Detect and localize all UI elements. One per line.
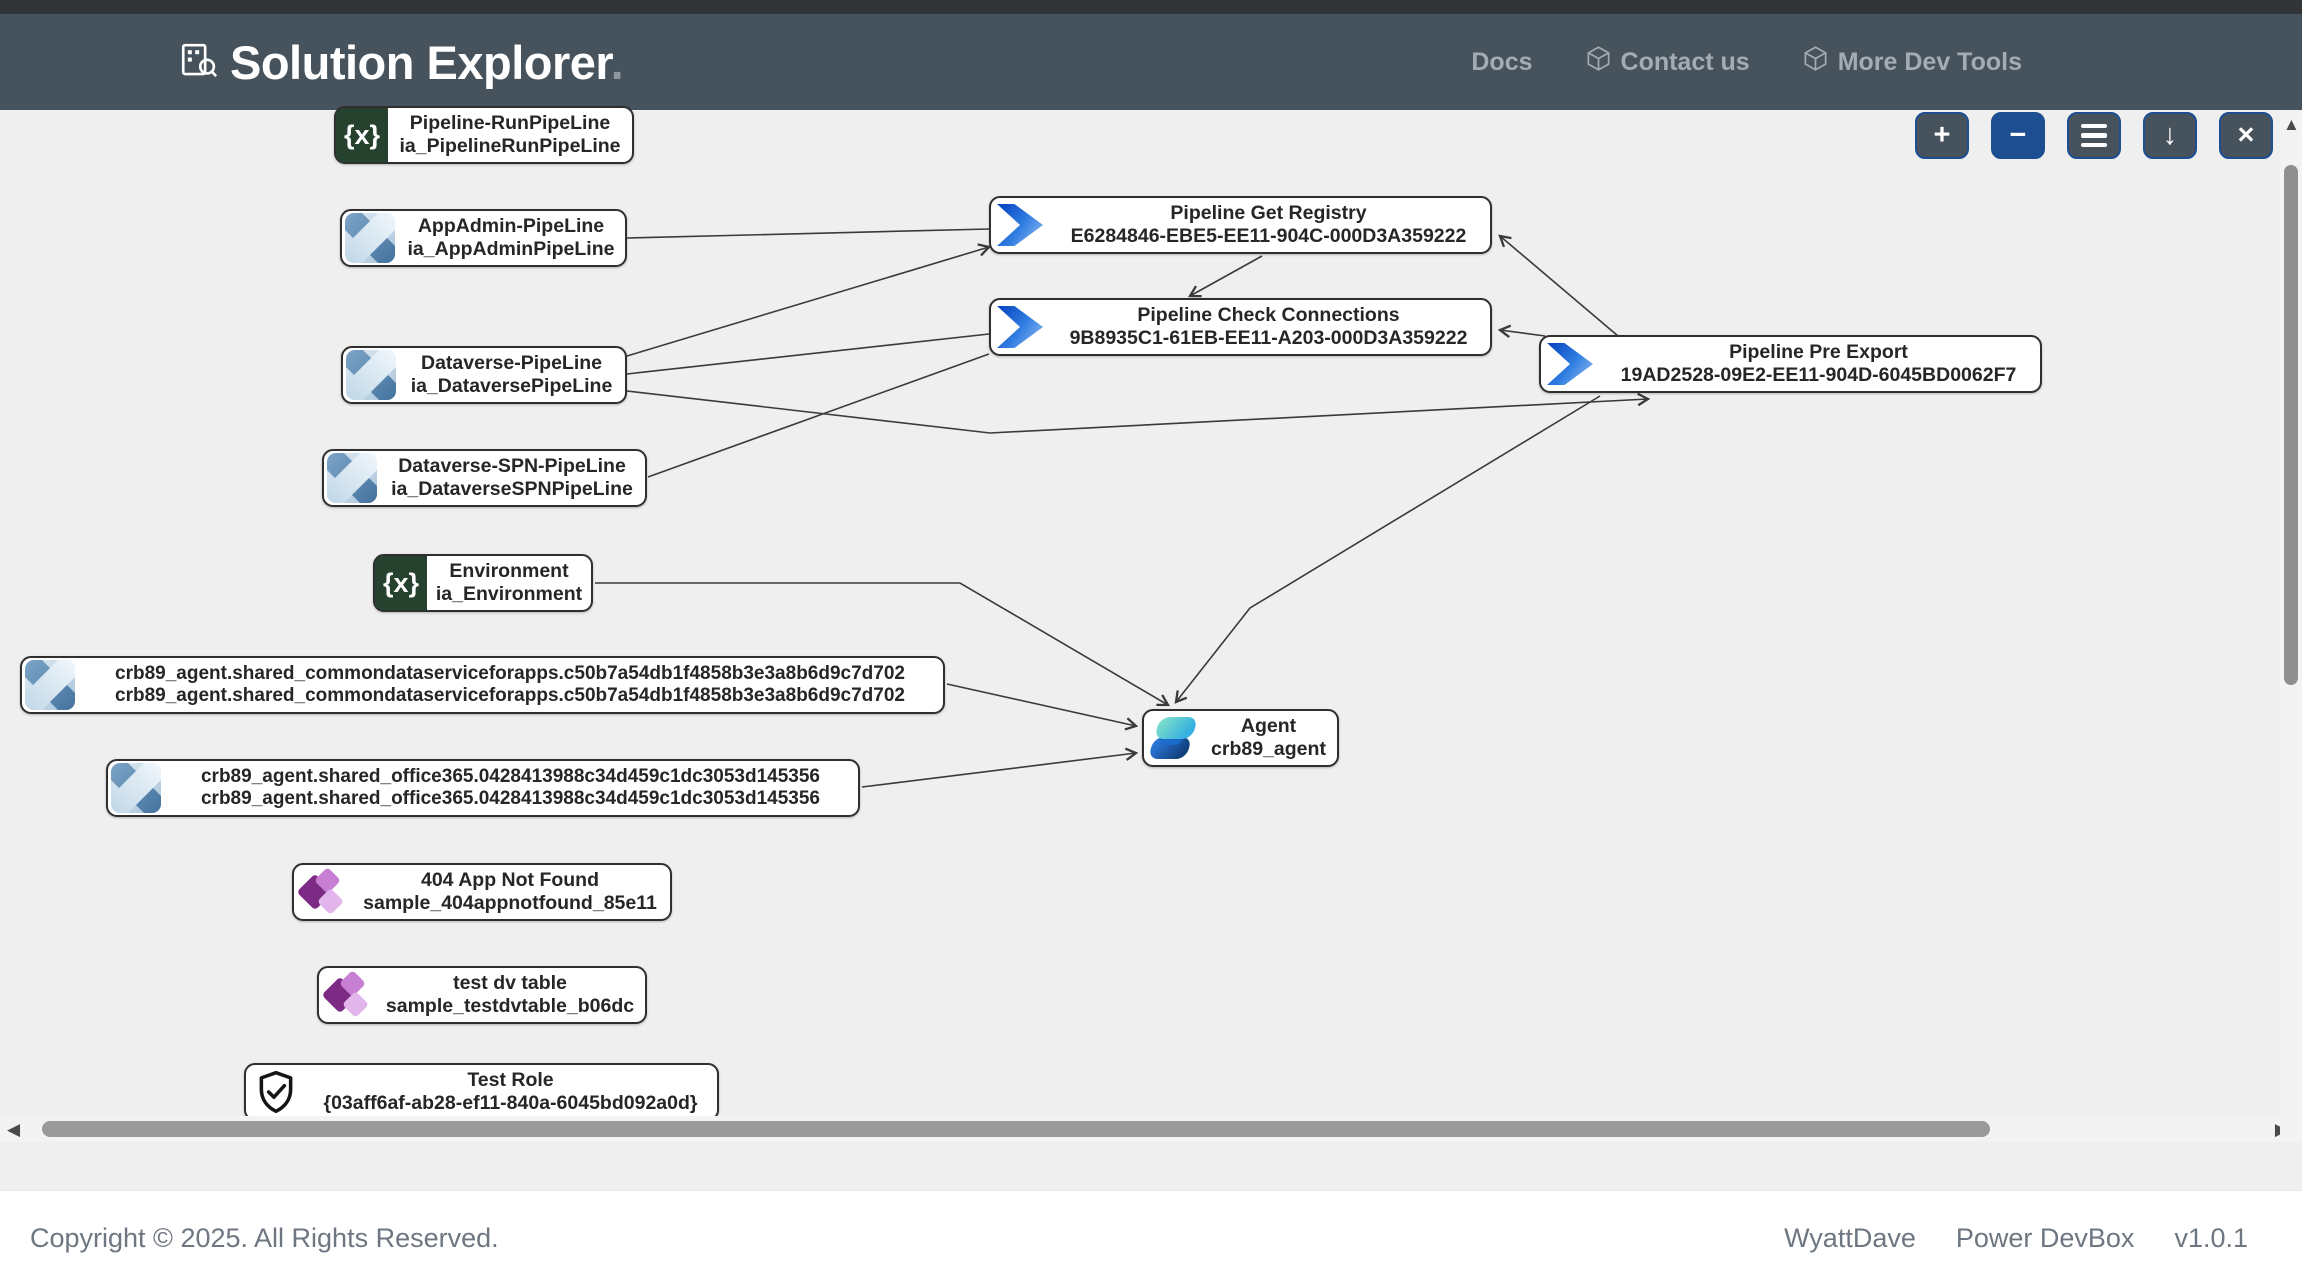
node-subtitle: ia_Environment [435, 583, 583, 605]
node-test-role[interactable]: Test Role{03aff6af-ab28-ef11-840a-6045bd… [244, 1063, 719, 1121]
brand[interactable]: Solution Explorer. [178, 35, 624, 90]
connection-reference-icon [345, 213, 395, 263]
node-title: 404 App Not Found [420, 869, 599, 891]
power-apps-icon [296, 867, 348, 917]
version-label: v1.0.1 [2174, 1223, 2248, 1253]
header-nav: Docs Contact us More Dev Tools [1471, 14, 2022, 110]
node-title: test dv table [453, 972, 567, 994]
solution-explorer-logo-icon [178, 39, 220, 86]
vertical-scrollbar-thumb[interactable] [2284, 165, 2298, 685]
connection-reference-icon [111, 763, 161, 813]
scroll-up-arrow-icon[interactable]: ▲ [2283, 115, 2300, 134]
node-subtitle: crb89_agent.shared_commondataservicefora… [115, 685, 905, 706]
node-subtitle: 19AD2528-09E2-EE11-904D-6045BD0062F7 [1620, 364, 2017, 386]
node-subtitle: ia_PipelineRunPipeLine [399, 135, 621, 157]
node-subtitle: {03aff6af-ab28-ef11-840a-6045bd092a0d} [323, 1092, 698, 1114]
close-button[interactable]: × [2219, 112, 2273, 159]
variables-icon: {x} [336, 108, 388, 162]
nav-item-label: More Dev Tools [1837, 47, 2022, 76]
page-footer: Copyright © 2025. All Rights Reserved. W… [0, 1190, 2302, 1285]
product-link[interactable]: Power DevBox [1955, 1223, 2135, 1253]
cube-icon [1585, 45, 1612, 79]
node-subtitle: crb89_agent [1211, 738, 1326, 760]
nav-item-label: Contact us [1620, 47, 1750, 76]
nav-item-docs[interactable]: Docs [1471, 48, 1532, 77]
node-subtitle: ia_DataverseSPNPipeLine [391, 478, 633, 500]
app-header: Solution Explorer. Docs Contact us More De… [0, 14, 2302, 110]
variables-icon: {x} [375, 556, 427, 610]
node-connref-commondataservice[interactable]: crb89_agent.shared_commondataservicefora… [20, 656, 945, 714]
zoom-in-button[interactable]: + [1915, 112, 1969, 159]
node-subtitle: E6284846-EBE5-EE11-904C-000D3A359222 [1070, 225, 1467, 247]
menu-icon [2081, 123, 2107, 148]
power-apps-icon [321, 970, 373, 1020]
menu-button[interactable] [2067, 112, 2121, 159]
footer-links: WyattDave Power DevBox v1.0.1 [1784, 1223, 2248, 1254]
connection-reference-icon [327, 453, 377, 503]
page-title: Solution Explorer. [230, 35, 624, 89]
cube-icon [1802, 45, 1829, 79]
author-link[interactable]: WyattDave [1784, 1223, 1916, 1253]
vertical-scrollbar[interactable]: ▲ [2280, 110, 2302, 1142]
power-automate-flow-icon [1547, 343, 1593, 385]
node-title: Pipeline Get Registry [1170, 202, 1367, 224]
power-automate-flow-icon [997, 306, 1043, 348]
node-title: Dataverse-PipeLine [421, 352, 602, 374]
security-role-shield-icon [250, 1066, 302, 1118]
node-subtitle: sample_testdvtable_b06dc [385, 995, 635, 1017]
nav-item-more-dev-tools[interactable]: More Dev Tools [1802, 45, 2022, 79]
node-title: crb89_agent.shared_commondataservicefora… [115, 662, 905, 684]
zoom-out-button[interactable]: − [1991, 112, 2045, 159]
node-title: Environment [449, 560, 569, 582]
horizontal-scrollbar[interactable]: ◀ ▶ [0, 1116, 2302, 1142]
nav-item-contact-us[interactable]: Contact us [1585, 45, 1750, 79]
node-title: Pipeline Check Connections [1137, 304, 1400, 326]
copyright-text: Copyright © 2025. All Rights Reserved. [30, 1223, 499, 1253]
scroll-left-arrow-icon[interactable]: ◀ [7, 1120, 21, 1139]
copilot-agent-icon [1147, 713, 1199, 763]
node-title: crb89_agent.shared_office365.0428413988c… [200, 765, 820, 787]
node-subtitle: crb89_agent.shared_office365.0428413988c… [200, 788, 820, 809]
download-button[interactable]: ↓ [2143, 112, 2197, 159]
node-connref-office365[interactable]: crb89_agent.shared_office365.0428413988c… [106, 759, 860, 817]
node-title: Pipeline-RunPipeLine [409, 112, 611, 134]
top-strip [0, 0, 2302, 14]
node-subtitle: sample_404appnotfound_85e11 [363, 892, 657, 914]
node-title: Test Role [467, 1069, 554, 1091]
graph-toolbar: +− ↓ × [1915, 112, 2273, 159]
power-automate-flow-icon [997, 204, 1043, 246]
connection-reference-icon [25, 660, 75, 710]
nav-item-label: Docs [1471, 47, 1533, 76]
node-title: Pipeline Pre Export [1729, 341, 1908, 363]
connection-reference-icon [346, 350, 396, 400]
node-subtitle: ia_DataversePipeLine [410, 375, 613, 397]
node-subtitle: ia_AppAdminPipeLine [407, 238, 615, 260]
node-title: Dataverse-SPN-PipeLine [398, 455, 626, 477]
node-subtitle: 9B8935C1-61EB-EE11-A203-000D3A359222 [1069, 327, 1468, 349]
horizontal-scrollbar-thumb[interactable] [42, 1121, 1990, 1137]
node-title: AppAdmin-PipeLine [417, 215, 605, 237]
node-title: Agent [1240, 715, 1297, 737]
